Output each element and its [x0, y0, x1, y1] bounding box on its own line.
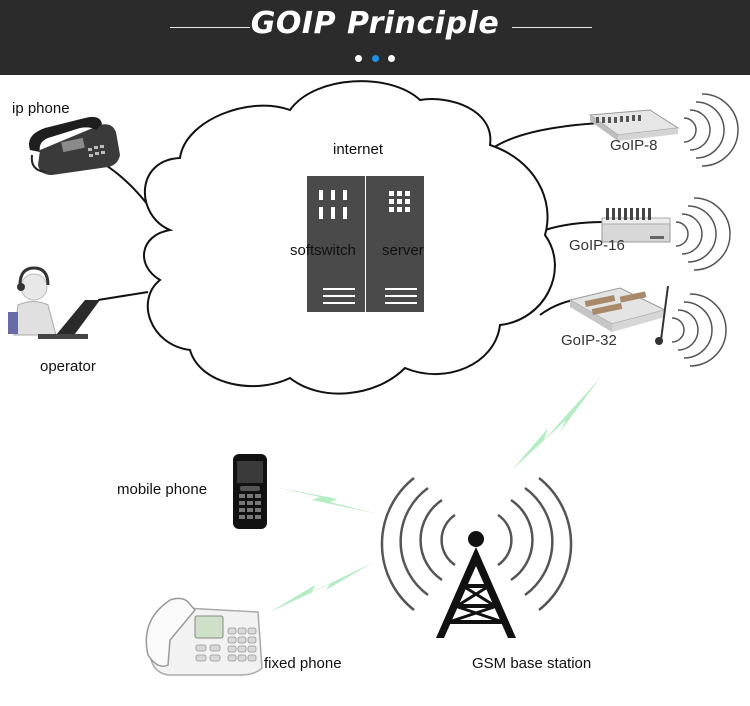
pagination-dot-2[interactable] [372, 55, 379, 62]
label-fixed-phone: fixed phone [264, 655, 342, 672]
label-gsm-base-station: GSM base station [472, 655, 592, 672]
header-bar: GOIP Principle [0, 0, 750, 75]
fixed-phone-icon [145, 597, 263, 676]
signal-bolt-tower-goip [512, 378, 600, 470]
label-mobile-phone: mobile phone [117, 481, 208, 498]
title-rule-left [170, 27, 250, 28]
goip-gateway-icon-8 [588, 109, 680, 141]
pagination-dot-3[interactable] [388, 55, 395, 62]
label-internet: internet [333, 141, 384, 158]
label-softswitch: softswitch [290, 242, 356, 259]
title-rule-right [512, 27, 592, 28]
label-goip8: GoIP-8 [610, 137, 658, 154]
page-title: GOIP Principle [250, 6, 500, 41]
goip-gateway-icon-32 [568, 285, 669, 345]
signal-bolt-fixed [270, 563, 372, 612]
label-server: server [382, 242, 424, 259]
softswitch-server-icon [307, 176, 424, 312]
ip-phone-icon [29, 116, 120, 175]
wireless-signal-icon-goip16 [675, 197, 731, 271]
link-goip8 [489, 122, 601, 151]
mobile-phone-icon [233, 454, 267, 529]
label-goip32: GoIP-32 [561, 332, 617, 349]
goip-gateway-icon-16 [601, 208, 671, 243]
link-goip16 [544, 221, 606, 231]
operator-icon [8, 266, 100, 339]
wireless-signal-icon-goip8 [683, 93, 739, 167]
link-operator [97, 291, 149, 301]
wireless-signal-icon-goip32 [671, 293, 727, 367]
label-operator: operator [40, 358, 96, 375]
gsm-tower-icon [380, 477, 573, 638]
label-goip16: GoIP-16 [569, 237, 625, 254]
pagination-dot-1[interactable] [355, 55, 362, 62]
label-ip-phone: ip phone [12, 100, 70, 117]
signal-bolt-mobile [275, 487, 378, 514]
